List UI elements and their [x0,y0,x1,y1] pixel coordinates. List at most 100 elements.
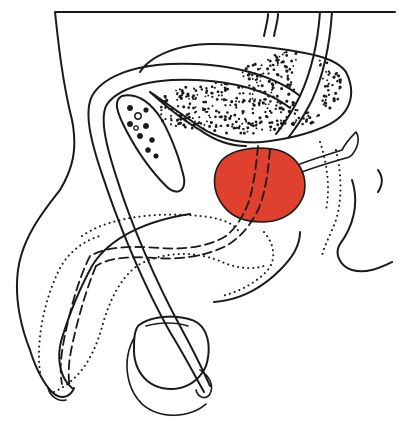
stipple-dot [308,116,311,119]
stipple-dot [269,60,272,63]
stipple-dot [256,78,258,80]
stipple-dot [192,94,195,97]
stipple-dot [235,120,238,123]
stipple-dot [231,126,233,128]
stipple-dot [243,132,246,135]
stipple-dot [252,112,255,115]
stipple-dot [275,104,277,106]
stipple-dot [191,127,194,130]
stipple-dot [165,102,167,104]
stipple-dot [285,100,288,103]
stipple-dot [263,98,265,100]
stipple-dot [285,51,287,53]
stipple-dot [195,111,197,113]
stipple-dot [220,125,223,128]
stipple-dot [203,127,205,129]
stipple-dot [275,108,277,110]
stipple-dot [254,98,256,100]
stipple-dot [321,99,324,102]
stipple-dot [273,68,276,71]
stipple-dot [295,119,297,121]
stipple-dot [245,121,247,123]
stipple-dot [175,90,177,92]
stipple-dot [336,72,338,74]
stipple-dot [205,90,208,93]
stipple-dot [198,116,200,118]
stipple-dot [337,74,340,77]
stipple-dot [225,132,228,135]
stipple-dot [189,103,191,105]
stipple-dot [287,93,290,96]
stipple-dot [282,108,285,111]
stipple-dot [267,72,269,74]
stipple-dot [179,122,182,125]
stipple-dot [280,111,282,113]
stipple-dot [249,98,251,100]
stipple-dot [193,88,195,90]
stipple-dot [252,132,255,135]
ureter-left [264,14,268,36]
stipple-dot [228,117,231,120]
gland-dots [127,105,159,159]
stipple-dot [170,123,172,125]
stipple-dot [224,104,226,106]
stipple-dot [192,107,195,110]
stipple-dot [288,68,291,71]
stipple-dot [268,103,270,105]
stipple-dot [258,102,261,105]
stipple-dot [271,121,274,124]
stipple-dot [267,107,269,109]
stipple-dot [287,78,290,81]
stipple-dot [238,118,240,120]
stipple-dot [243,99,246,102]
stipple-dot [235,97,238,100]
stipple-dot [327,89,330,92]
stipple-dot [255,127,257,129]
bladder-outline [140,44,351,142]
stipple-dot [235,100,237,102]
stipple-dot [224,87,227,90]
ureter-right [274,14,278,36]
stipple-dot [280,76,282,78]
stipple-dot [282,53,284,55]
stipple-dot [261,129,263,131]
stipple-dot [257,85,259,87]
stipple-dot [256,123,258,125]
corpus-dotted-upper [82,215,240,236]
stipple-dot [205,111,207,113]
stipple-dot [248,84,250,86]
stipple-dot [224,115,226,117]
rectum-dotted-b [320,142,328,210]
stipple-dot [226,111,229,114]
stipple-dot [291,71,294,74]
stipple-dot [320,63,322,65]
stipple-dot [252,98,254,100]
stipple-dot [259,80,261,82]
stipple-dot [160,106,163,109]
stipple-dot [179,115,182,118]
stipple-dot [262,101,265,104]
stipple-dot [177,105,179,107]
stipple-dot [175,125,177,127]
stipple-dot [323,103,325,105]
stipple-dot [230,100,233,103]
stipple-dot [269,64,272,67]
stipple-dot [276,123,279,126]
stipple-dot [186,93,189,96]
stipple-dot [252,78,254,80]
stipple-dot [294,109,296,111]
stipple-dot [325,102,328,105]
stipple-dot [294,52,297,55]
stipple-dot [180,97,183,100]
stipple-dot [246,126,249,129]
stipple-dot [242,128,244,130]
stipple-dot [275,55,278,58]
stipple-dot [242,75,244,77]
stipple-dot [319,60,321,62]
stipple-dot [253,104,256,107]
stipple-dot [290,81,292,83]
stipple-dot [164,107,166,109]
stipple-dot [316,115,318,117]
stipple-dot [272,86,275,89]
stipple-dot [290,60,293,63]
